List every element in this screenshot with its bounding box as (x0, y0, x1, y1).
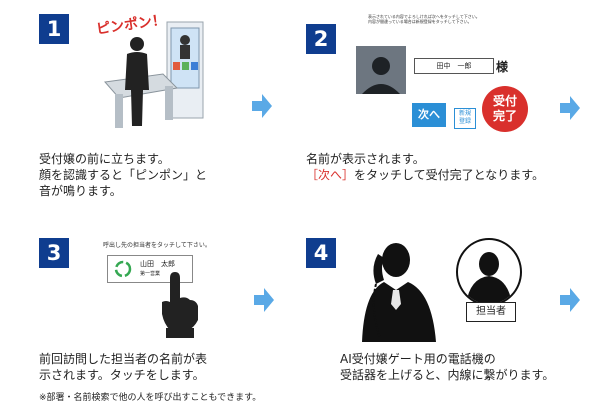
step-4-badge: 4 (306, 238, 336, 268)
staff-select-prompt: 呼出し先の担当者をタッチして下さい。 (103, 242, 211, 249)
staff-portrait (456, 238, 522, 306)
person-silhouette-icon (362, 57, 400, 94)
staff-department: 第一営業 (140, 271, 161, 277)
arrow-right-icon (560, 96, 580, 120)
step-1-illustration (104, 21, 204, 128)
face-photo (356, 46, 406, 94)
visitor-name-field: 田中 一郎 (414, 58, 494, 74)
arrow-right-icon (254, 288, 274, 312)
honorific-label: 様 (496, 60, 509, 74)
staff-label: 担当者 (466, 302, 516, 322)
visitor-silhouette-icon (125, 37, 149, 126)
pointing-hand-icon (162, 272, 198, 338)
staff-name: 山田 太郎 (140, 260, 175, 268)
step-3-badge: 3 (39, 238, 69, 268)
step-3-description: 前回訪問した担当者の名前が表 示されます。タッチをします。 (39, 352, 208, 382)
arrow-right-icon (560, 288, 580, 312)
search-note: ※部署・名前検索で他の人を呼び出すこともできます。 (39, 393, 262, 403)
step-2-description: 名前が表示されます。 ［次へ］をタッチして受付完了となります。 (306, 152, 545, 182)
reception-complete-stamp: 受付 完了 (482, 86, 528, 132)
step-2-badge: 2 (306, 24, 336, 54)
recycle-logo-icon (114, 260, 132, 278)
next-button[interactable]: 次へ (412, 103, 446, 127)
new-register-button[interactable]: 新規 登録 (454, 108, 476, 129)
person-silhouette-icon (466, 252, 512, 304)
caller-on-phone-icon (362, 243, 436, 342)
step-1-badge: 1 (39, 14, 69, 44)
arrow-right-icon (252, 94, 272, 118)
step-1-description: 受付嬢の前に立ちます。 顔を認識すると「ピンポン」と 音が鳴ります。 (39, 152, 208, 198)
step-4-description: AI受付嬢ゲート用の電話機の 受話器を上げると、内線に繋がります。 (340, 352, 555, 382)
confirm-notice: 表示されている内容でよろしければ次へをタッチして下さい。 内容が間違っている場合… (368, 14, 480, 24)
